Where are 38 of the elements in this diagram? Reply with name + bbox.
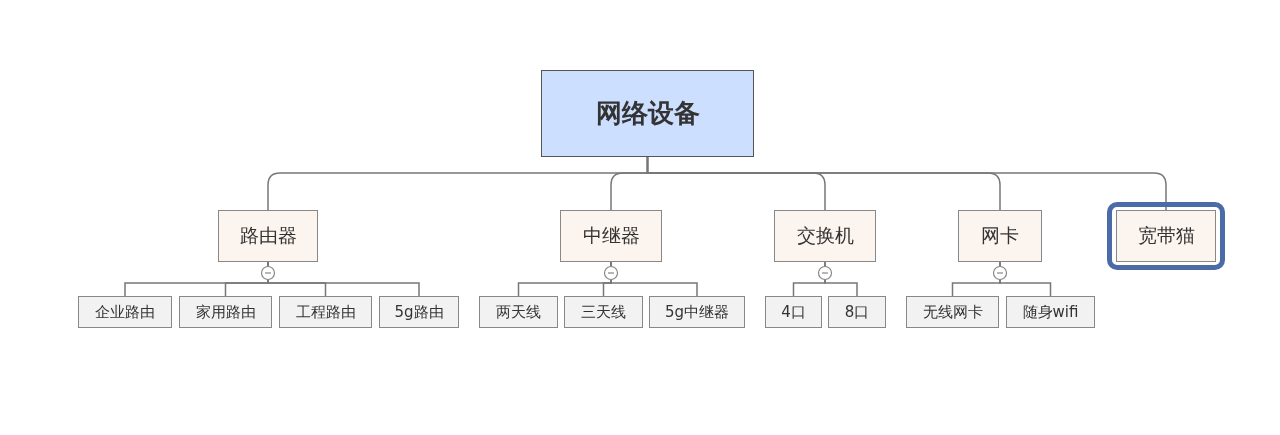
topic-label: 4口 [781, 302, 806, 322]
topic-label: 两天线 [496, 302, 541, 322]
topic-label: 交换机 [796, 223, 854, 248]
topic-label: 5g中继器 [664, 302, 730, 322]
topic-box [1116, 210, 1216, 262]
topic-label: 网卡 [981, 223, 1019, 248]
topic-label: 家用路由 [195, 302, 256, 322]
connector-line [646, 156, 1167, 211]
topic-label: 宽带猫 [1137, 223, 1195, 248]
topic-label: 网络设备 [595, 97, 700, 130]
topic-box [774, 210, 876, 262]
topic-label: 企业路由 [95, 302, 155, 322]
topic-label: 随身wifi [1022, 302, 1079, 322]
topic-label: 工程路由 [295, 302, 356, 322]
subtopic-box [649, 296, 745, 328]
connector-line [610, 261, 698, 297]
root-topic-box [541, 70, 754, 157]
subtopic-box [279, 296, 372, 328]
subtopic-box [765, 296, 822, 328]
subtopic-box [1006, 296, 1095, 328]
topic-label: 无线网卡 [922, 302, 983, 322]
topic-box [958, 210, 1042, 262]
topic-label: 路由器 [239, 223, 297, 248]
subtopic-box [479, 296, 558, 328]
connector-line [824, 261, 858, 297]
subtopic-box [379, 296, 459, 328]
subtopic-box [564, 296, 643, 328]
subtopic-box [78, 296, 172, 328]
subtopic-box [906, 296, 999, 328]
topic-label: 中继器 [582, 223, 640, 248]
subtopic-box [179, 296, 272, 328]
topic-label: 三天线 [581, 302, 626, 322]
subtopic-box [828, 296, 886, 328]
topic-label: 5g路由 [394, 302, 444, 322]
topic-box [560, 210, 662, 262]
topic-box [218, 210, 318, 262]
connector-line [999, 261, 1052, 297]
topic-label: 8口 [844, 302, 870, 322]
